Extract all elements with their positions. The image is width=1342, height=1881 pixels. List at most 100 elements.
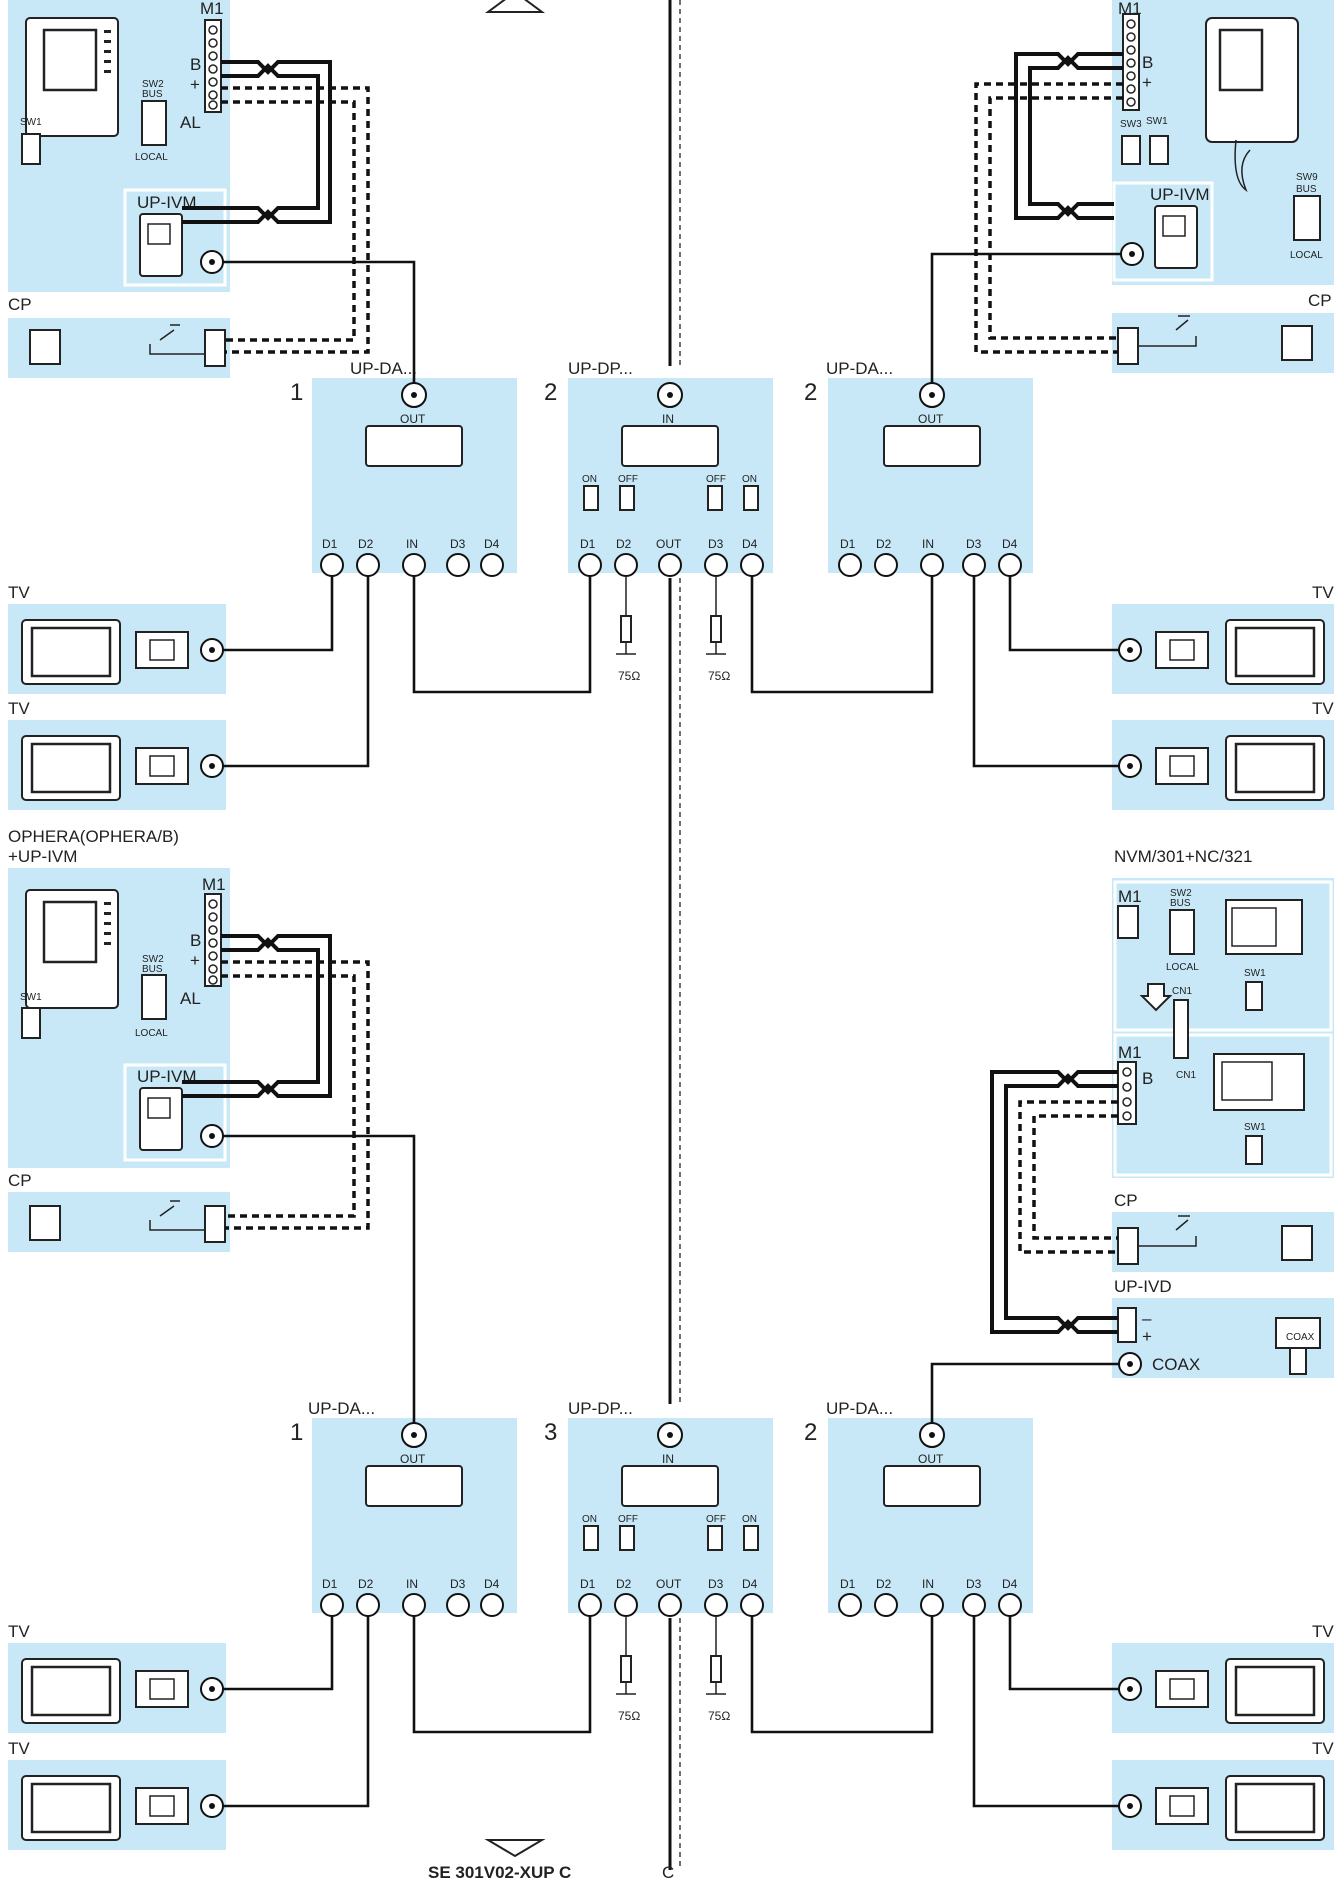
tv-label-8: TV: [1312, 1739, 1334, 1758]
box-br-number: 2: [804, 1419, 817, 1446]
box-br-d2: D2: [876, 1577, 892, 1591]
footer-c-label: C: [662, 1863, 674, 1881]
sw3-label: SW3: [1120, 119, 1142, 130]
cp-label-ophera: CP: [8, 1171, 32, 1190]
sw1-label-right: SW1: [1146, 116, 1168, 127]
box-tc-d2: D2: [616, 537, 632, 551]
footer-reference: SE 301V02-XUP C: [428, 1863, 571, 1881]
box-tc-ohm-2: 75Ω: [708, 669, 730, 683]
bus-label: BUS: [142, 89, 163, 100]
cp-label-nvm: CP: [1114, 1191, 1138, 1210]
up-ivm-label-right: UP-IVM: [1150, 185, 1210, 204]
box-tc-on-1: ON: [582, 474, 597, 485]
box-bc-out: OUT: [656, 1577, 682, 1591]
m1-label: M1: [200, 0, 224, 18]
bus-label-nvm: BUS: [1170, 898, 1191, 909]
box-tl-d1: D1: [322, 537, 338, 551]
box-bc-ohm-2: 75Ω: [708, 1709, 730, 1723]
tv-label-4: TV: [1312, 699, 1334, 718]
box-bl-d4: D4: [484, 1577, 500, 1591]
tv-right-3: [1118, 1658, 1325, 1724]
sw1-label-ophera: SW1: [20, 992, 42, 1003]
sw9-label: SW9: [1296, 172, 1318, 183]
cn1-label-bottom: CN1: [1176, 1070, 1196, 1081]
b-terminal-label: B: [190, 55, 201, 74]
box-bc-d4: D4: [742, 1577, 758, 1591]
box-bl-number: 1: [290, 1419, 303, 1446]
tv-right-2: [1118, 735, 1325, 801]
bus-label-ophera: BUS: [142, 964, 163, 975]
box-bl-d3: D3: [450, 1577, 466, 1591]
box-tc-number: 2: [544, 379, 557, 406]
box-tl-d4: D4: [484, 537, 500, 551]
box-br-out-label: OUT: [918, 1452, 944, 1466]
box-tl-d3: D3: [450, 537, 466, 551]
tv-label-7: TV: [1312, 1622, 1334, 1641]
plus-terminal-label: +: [190, 75, 200, 94]
intercom-nvm: NVM/301+NC/321 M1 SW2 BUS LOCAL SW1 CN1 …: [1114, 847, 1321, 1376]
tv-left-2: [21, 735, 224, 801]
box-tl-d2: D2: [358, 537, 374, 551]
box-bottom-left: UP-DA... 1 OUT D1 D2 IN D3 D4: [290, 1399, 504, 1617]
box-tc-d3: D3: [708, 537, 724, 551]
box-tr-number: 2: [804, 379, 817, 406]
sw1-label-nvm2: SW1: [1244, 1122, 1266, 1133]
box-bc-d3: D3: [708, 1577, 724, 1591]
box-tl-in: IN: [406, 537, 418, 551]
box-bc-off-2: OFF: [706, 1514, 726, 1525]
box-tc-on-2: ON: [742, 474, 757, 485]
tv-label-2: TV: [8, 699, 30, 718]
box-top-right: UP-DA... 2 OUT D1 D2 IN D3 D4: [804, 359, 1022, 577]
b-label-right: B: [1142, 53, 1153, 72]
box-bl-d2: D2: [358, 1577, 374, 1591]
tv-label-6: TV: [8, 1739, 30, 1758]
tv-left-3: [21, 1658, 224, 1724]
m1-label-right: M1: [1118, 0, 1142, 18]
box-tr-d2: D2: [876, 537, 892, 551]
local-label-nvm: LOCAL: [1166, 962, 1199, 973]
cp-label-right: CP: [1308, 291, 1332, 310]
box-bc-d2: D2: [616, 1577, 632, 1591]
m1-label-nvm: M1: [1118, 887, 1142, 906]
nvm-title: NVM/301+NC/321: [1114, 847, 1252, 866]
tv-label-3: TV: [1312, 583, 1334, 602]
box-bc-in-label: IN: [662, 1452, 674, 1466]
box-bottom-center: UP-DP... 3 IN ON OFF OFF ON D1 D2 OUT D3…: [544, 1399, 764, 1723]
box-bc-number: 3: [544, 1419, 557, 1446]
box-tr-d4: D4: [1002, 537, 1018, 551]
intercom-top-right: M1 B + SW3 SW1 SW9 BUS LOCAL UP-IVM CP: [1117, 0, 1332, 365]
box-br-title: UP-DA...: [826, 1399, 893, 1418]
box-br-d4: D4: [1002, 1577, 1018, 1591]
sw2-label-ophera: SW2: [142, 954, 164, 965]
plus-label-right: +: [1142, 73, 1152, 92]
sw1-label-nvm: SW1: [1244, 968, 1266, 979]
cn1-label-top: CN1: [1172, 986, 1192, 997]
tv-right-4: [1118, 1775, 1325, 1841]
minus-label-ivd: –: [1142, 1309, 1152, 1328]
wiring: [182, 52, 1123, 1808]
box-bl-out-label: OUT: [400, 1452, 426, 1466]
box-tl-title: UP-DA...: [350, 359, 417, 378]
box-tc-off-1: OFF: [618, 474, 638, 485]
coax-label: COAX: [1152, 1355, 1200, 1374]
box-top-left: UP-DA... 1 OUT D1 D2 IN D3 D4: [290, 359, 504, 577]
box-bl-title: UP-DA...: [308, 1399, 375, 1418]
box-bc-d1: D1: [580, 1577, 596, 1591]
ophera-title-line1: OPHERA(OPHERA/B): [8, 827, 179, 846]
box-br-in: IN: [922, 1577, 934, 1591]
al-terminal-label: AL: [180, 113, 201, 132]
tv-label-1: TV: [8, 583, 30, 602]
box-tr-title: UP-DA...: [826, 359, 893, 378]
box-bc-on-1: ON: [582, 1514, 597, 1525]
main-riser: [484, 0, 681, 1870]
local-label-ophera: LOCAL: [135, 1028, 168, 1039]
coax-device-label: COAX: [1286, 1332, 1315, 1343]
box-tc-title: UP-DP...: [568, 359, 633, 378]
al-label-ophera: AL: [180, 989, 201, 1008]
box-tc-d4: D4: [742, 537, 758, 551]
box-tc-in-label: IN: [662, 412, 674, 426]
plus-label-ivd: +: [1142, 1327, 1152, 1346]
cp-label: CP: [8, 295, 32, 314]
box-tc-d1: D1: [580, 537, 596, 551]
